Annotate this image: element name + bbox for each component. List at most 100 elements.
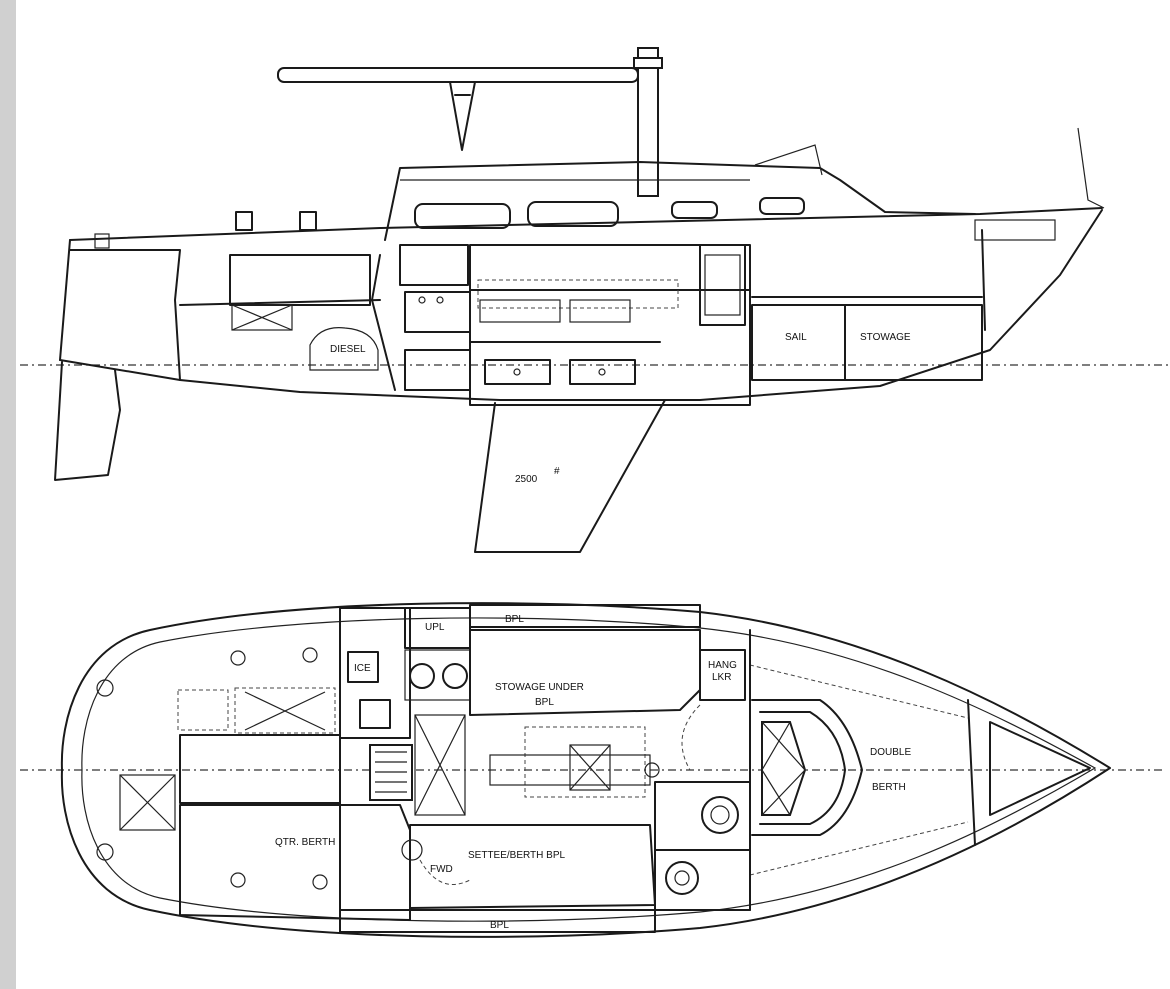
winch-plan-3 — [230, 872, 246, 888]
saloon-table — [524, 726, 646, 798]
plan-view: ICE UPL QTR. BERTH STOWAGE UNDER BPL BPL… — [20, 602, 1165, 938]
cockpit-locker-lower — [231, 304, 293, 331]
bpl-bottom-label: BPL — [490, 920, 509, 931]
diesel-label: DIESEL — [330, 344, 366, 355]
settee-top-rail — [469, 604, 701, 628]
stowage-under-label: STOWAGE UNDER — [495, 682, 584, 693]
berth-label: BERTH — [872, 782, 906, 793]
head-door-panel — [704, 254, 741, 316]
bow-triangle — [989, 721, 1091, 816]
cockpit-floor — [179, 299, 381, 306]
head-sink-inner — [674, 870, 690, 886]
sail-stowage — [751, 304, 983, 381]
fwd-label: FWD — [430, 864, 453, 875]
step-lines — [375, 751, 407, 793]
cockpit-locker — [229, 254, 371, 306]
portlight-2 — [527, 201, 619, 227]
stern-hatch-x — [119, 774, 176, 831]
bpl-top-label: BPL — [505, 614, 524, 625]
plan-hull-outline — [60, 602, 1111, 938]
lkr-label: LKR — [712, 672, 731, 683]
engine-box-x — [414, 714, 466, 816]
keel — [474, 399, 666, 553]
cockpit-seat-locker — [234, 687, 336, 734]
anchor-locker — [974, 219, 1056, 241]
stowage-label: STOWAGE — [860, 332, 911, 343]
stove-burner-1 — [409, 663, 435, 689]
toilet — [701, 796, 739, 834]
hanging-locker — [699, 649, 746, 701]
mast — [637, 47, 659, 197]
quarter-berth — [179, 804, 411, 921]
plan-deck-inner — [81, 617, 1097, 922]
boom-vang — [449, 81, 476, 151]
cockpit-seat-locker-x — [244, 691, 326, 731]
head-sink — [665, 861, 699, 895]
left-margin-strip — [0, 0, 16, 989]
head-compartment — [654, 781, 751, 911]
stove-burner-2 — [442, 663, 468, 689]
cockpit-seat-port — [177, 689, 229, 731]
cockpit-well — [179, 734, 341, 804]
settee-drawer-1 — [484, 359, 551, 385]
winch-plan-2 — [302, 647, 318, 663]
portlight-3 — [671, 201, 718, 219]
saloon-table-center — [569, 744, 611, 791]
upl-label: UPL — [425, 622, 445, 633]
stern-hatch — [119, 774, 176, 831]
drawer-knob-1 — [513, 368, 521, 376]
ice-label: ICE — [354, 663, 371, 674]
transom — [59, 239, 71, 361]
toilet-inner — [710, 805, 730, 825]
winch-plan-1 — [230, 650, 246, 666]
galley-knob-1 — [418, 296, 426, 304]
stowage-bpl-label: BPL — [535, 697, 554, 708]
hull-deck-line — [69, 207, 1103, 241]
galley-knob-2 — [436, 296, 444, 304]
settee-drawer-2 — [569, 359, 636, 385]
qtr-berth-label: QTR. BERTH — [275, 837, 335, 848]
engine-box-plan — [414, 714, 466, 816]
mast-head — [633, 57, 663, 69]
hull-bottom — [59, 209, 1103, 401]
stowage-settee-top — [469, 629, 701, 716]
fore-hatch — [754, 144, 823, 176]
sink — [359, 699, 391, 729]
stern-outline — [69, 249, 181, 381]
forepeak-bulkhead-plan — [967, 699, 976, 846]
ice-box — [347, 651, 379, 683]
rudder — [54, 361, 121, 481]
door-swing-arc — [681, 704, 701, 771]
portlight-4 — [759, 197, 805, 215]
settee-label: SETTEE/BERTH BPL — [468, 850, 566, 861]
saloon-bulkhead — [469, 244, 751, 406]
keel-weight-label: 2500 — [515, 474, 538, 485]
v-berth-filler — [761, 721, 807, 816]
settee-cushion-2 — [569, 299, 631, 323]
forward-berth-line — [749, 664, 969, 876]
head-door — [699, 244, 746, 326]
stern-cleat-1 — [96, 679, 114, 697]
drawer-knob-2 — [598, 368, 606, 376]
galley-lower — [404, 349, 471, 391]
keel-weight-unit: # — [554, 466, 560, 477]
winch-2 — [299, 211, 317, 231]
bow-pulpit — [1077, 127, 1105, 209]
winch-plan-4 — [312, 874, 328, 890]
galley-upper — [399, 244, 469, 286]
winch-1 — [235, 211, 253, 231]
sail-label: SAIL — [785, 332, 807, 343]
galley-block — [339, 607, 411, 739]
companionway — [371, 254, 396, 391]
v-berth-filler-x — [761, 721, 806, 816]
stern-cleat-2 — [96, 843, 114, 861]
portlight-1 — [414, 203, 511, 229]
hang-label: HANG — [708, 660, 737, 671]
settee-cushion-1 — [479, 299, 561, 323]
boom — [277, 67, 639, 83]
saloon-table-center-x — [569, 744, 611, 791]
v-berth-outline — [751, 699, 863, 836]
double-label: DOUBLE — [870, 747, 911, 758]
stove — [404, 649, 471, 701]
